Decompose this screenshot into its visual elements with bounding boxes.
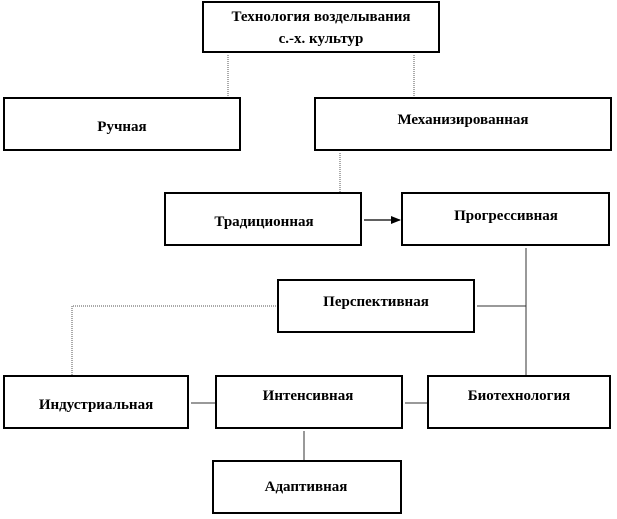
node-biotech: Биотехнология (427, 375, 613, 431)
node-traditional: Традиционная (164, 192, 364, 248)
node-root-line-2: с.-х. культур (279, 31, 364, 47)
node-progressive: Прогрессивная (401, 192, 612, 248)
connectors (71, 55, 527, 461)
node-adaptive-label: Адаптивная (265, 479, 348, 495)
node-manual-label: Ручная (97, 119, 146, 135)
node-perspective-label: Перспективная (323, 294, 429, 310)
node-industrial: Индустриальная (3, 375, 191, 431)
node-traditional-label: Традиционная (214, 214, 313, 230)
node-root-line-1: Технология возделывания (231, 9, 410, 25)
node-progressive-label: Прогрессивная (454, 208, 558, 224)
node-root: Технология возделывания с.-х. культур (202, 1, 442, 55)
node-manual: Ручная (3, 97, 243, 153)
node-adaptive: Адаптивная (212, 460, 404, 516)
node-intensive-label: Интенсивная (263, 388, 354, 404)
link-perspective-industrial (71, 305, 278, 376)
node-mechanized-label: Механизированная (397, 112, 528, 128)
node-mechanized: Механизированная (314, 97, 614, 153)
node-biotech-label: Биотехнология (468, 388, 571, 404)
node-intensive: Интенсивная (215, 375, 405, 431)
node-perspective: Перспективная (277, 279, 477, 335)
node-industrial-label: Индустриальная (39, 397, 153, 413)
